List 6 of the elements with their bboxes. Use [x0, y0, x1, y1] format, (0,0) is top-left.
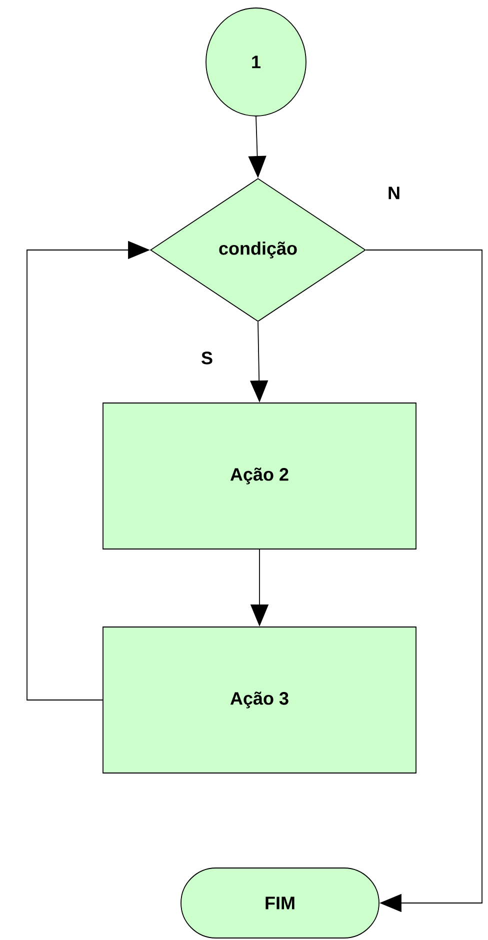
edge-label: N	[388, 186, 400, 200]
process-box: Ação 2	[102, 402, 416, 550]
process-box: Ação 3	[102, 626, 416, 774]
arrow	[366, 250, 482, 912]
edge-label: S	[202, 352, 212, 364]
terminal-box: FIM	[180, 868, 380, 938]
